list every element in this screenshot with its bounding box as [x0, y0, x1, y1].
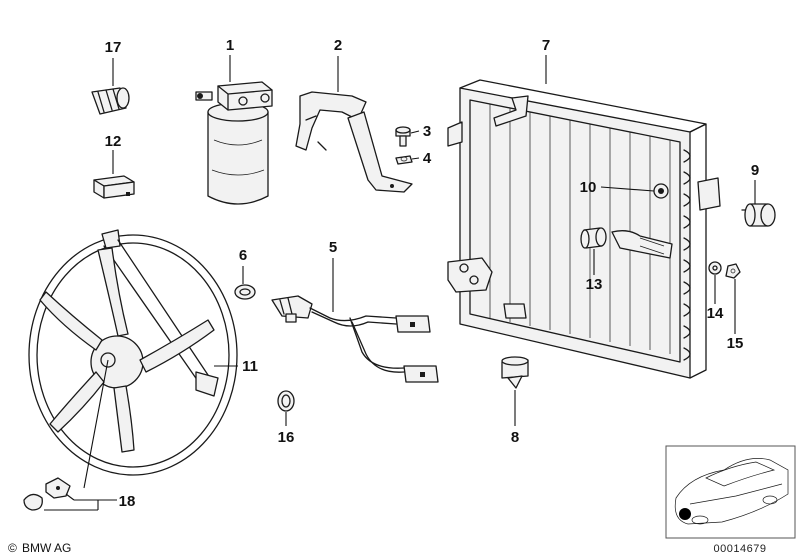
callout-14: 14 [707, 305, 724, 322]
part-8-buffer [501, 356, 529, 389]
callout-6: 6 [239, 247, 247, 264]
callout-3: 3 [423, 123, 431, 140]
callout-17: 17 [105, 39, 122, 56]
car-outline-icon [674, 458, 789, 525]
diagram-reference-number: 00014679 [714, 543, 767, 555]
part-3-bolt [395, 126, 411, 147]
part-12-block [93, 175, 135, 199]
callout-4: 4 [423, 150, 432, 167]
callout-18: 18 [119, 493, 136, 510]
callout-9: 9 [751, 162, 759, 179]
part-7-condenser [447, 79, 721, 379]
callout-5: 5 [329, 239, 337, 256]
part-17-cap [91, 87, 130, 115]
part-9-mount [741, 203, 776, 227]
callout-12: 12 [105, 133, 122, 150]
part-14-washer [708, 261, 722, 275]
location-marker-icon [679, 508, 691, 520]
copyright-brand: BMW AG [22, 541, 71, 555]
part-5-pressure-switch [271, 295, 439, 383]
copyright-notice: © BMW AG [8, 541, 71, 555]
part-15-nut [725, 263, 741, 279]
part-10-nut [653, 183, 669, 199]
callout-1: 1 [226, 37, 234, 54]
part-11-fan [28, 229, 238, 476]
part-18-clip [23, 477, 71, 511]
callout-15: 15 [727, 335, 744, 352]
leader-lines [44, 55, 756, 511]
callout-7: 7 [542, 37, 550, 54]
part-1-dryer [195, 81, 273, 205]
copyright-symbol: © [8, 541, 17, 555]
part-16-ring [277, 390, 295, 412]
callout-2: 2 [334, 37, 342, 54]
part-2-bracket [295, 91, 413, 193]
callout-11: 11 [242, 358, 258, 375]
callout-13: 13 [586, 276, 603, 293]
part-6-ring [234, 284, 256, 300]
callout-10: 10 [580, 179, 597, 196]
callout-16: 16 [278, 429, 295, 446]
vehicle-locator-inset [665, 445, 796, 539]
part-13-mount [580, 227, 607, 249]
part-4-nut [395, 155, 413, 165]
callout-labels: 17 12 1 2 3 4 7 9 10 13 14 15 6 5 11 16 … [105, 37, 760, 510]
callout-8: 8 [511, 429, 519, 446]
